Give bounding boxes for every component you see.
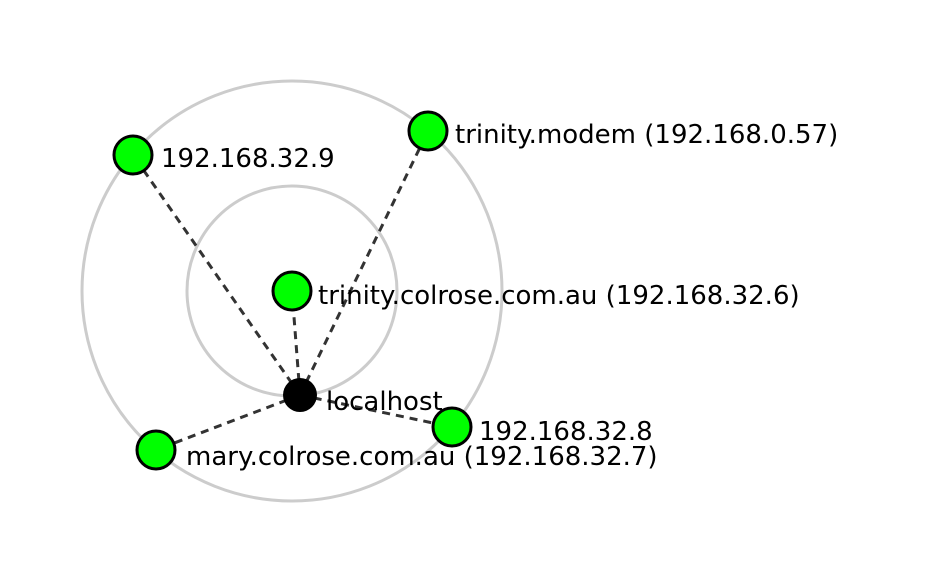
node-mary-colrose[interactable]: mary.colrose.com.au (192.168.32.7): [135, 429, 658, 472]
node-label: trinity.colrose.com.au (192.168.32.6): [318, 281, 800, 311]
edge-trinity-modem: [298, 130, 430, 396]
outer-ring: [80, 79, 504, 503]
node-192-168-32-8[interactable]: 192.168.32.8: [431, 406, 653, 448]
host-node-marker[interactable]: [135, 429, 177, 471]
host-node-marker[interactable]: [407, 110, 449, 152]
localhost-marker[interactable]: [283, 378, 317, 412]
host-node-marker[interactable]: [431, 406, 473, 448]
node-localhost[interactable]: localhost: [283, 378, 443, 417]
localhost-label: localhost: [326, 387, 443, 417]
node-label: trinity.modem (192.168.0.57): [455, 120, 838, 150]
node-trinity-modem[interactable]: trinity.modem (192.168.0.57): [407, 110, 838, 152]
edge-mary-colrose: [155, 393, 301, 452]
node-192-168-32-9[interactable]: 192.168.32.9: [112, 134, 335, 176]
node-label: 192.168.32.9: [161, 144, 335, 174]
node-label: mary.colrose.com.au (192.168.32.7): [186, 442, 658, 472]
host-node-marker[interactable]: [271, 270, 313, 312]
node-trinity-colrose[interactable]: trinity.colrose.com.au (192.168.32.6): [271, 270, 800, 312]
edge-192-168-32-9: [131, 154, 302, 396]
node-label: 192.168.32.8: [479, 417, 653, 447]
host-node-marker[interactable]: [112, 134, 154, 176]
edge-192-168-32-8: [299, 393, 453, 429]
